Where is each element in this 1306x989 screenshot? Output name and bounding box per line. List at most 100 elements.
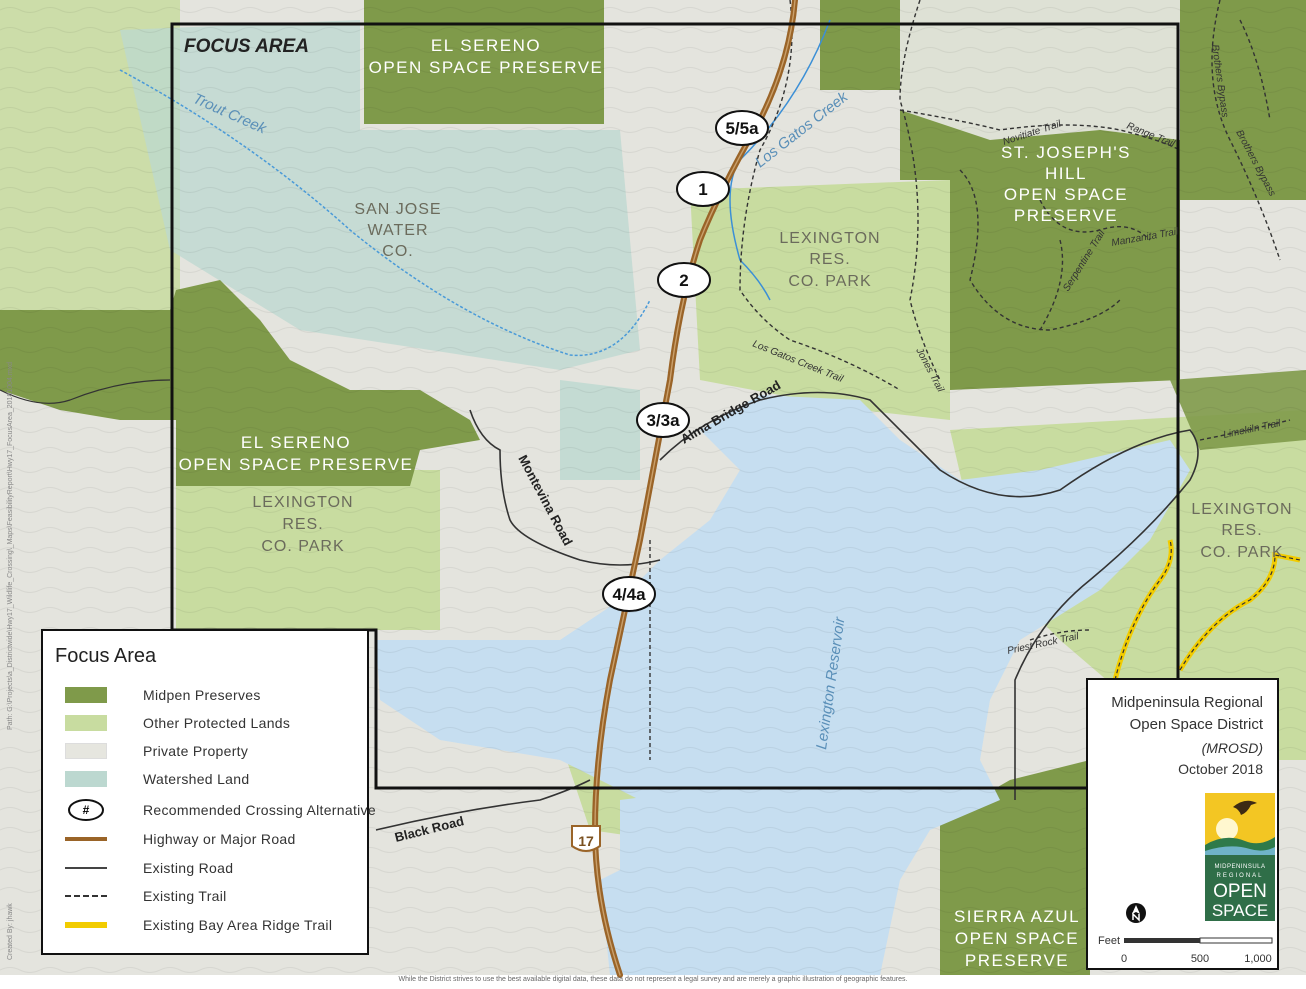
- el-sereno-top-label: EL SERENO OPEN SPACE PRESERVE: [369, 36, 604, 77]
- svg-text:OPEN SPACE PRESERVE: OPEN SPACE PRESERVE: [179, 455, 414, 474]
- svg-text:RES.: RES.: [1221, 522, 1262, 539]
- legend-title: Focus Area: [55, 645, 157, 667]
- legend-swatch: [65, 687, 107, 703]
- crossing-marker-2[interactable]: 2: [657, 262, 711, 298]
- crossing-marker-4-4a[interactable]: 4/4a: [602, 576, 656, 612]
- svg-text:CO. PARK: CO. PARK: [261, 538, 344, 555]
- crossing-marker-3-3a[interactable]: 3/3a: [636, 402, 690, 438]
- legend-item-existing-trail: Existing Trail: [65, 885, 227, 907]
- svg-text:2: 2: [679, 271, 688, 290]
- svg-text:17: 17: [578, 833, 594, 849]
- svg-text:Feet: Feet: [1098, 935, 1120, 947]
- legend-swatch: [65, 860, 107, 876]
- legend-item-crossing: # Recommended Crossing Alternative: [65, 799, 376, 821]
- svg-text:PRESERVE: PRESERVE: [965, 951, 1069, 970]
- legend-item-other-protected: Other Protected Lands: [65, 712, 290, 734]
- svg-text:OPEN: OPEN: [1213, 881, 1267, 902]
- svg-text:WATER: WATER: [368, 222, 429, 239]
- svg-text:CO.: CO.: [382, 243, 413, 260]
- svg-text:CO. PARK: CO. PARK: [788, 273, 871, 290]
- trail-network: [649, 0, 1291, 760]
- svg-text:3/3a: 3/3a: [646, 411, 680, 430]
- trout-creek-line: [119, 69, 651, 357]
- svg-text:PRESERVE: PRESERVE: [1014, 206, 1118, 225]
- legend-item-existing-road: Existing Road: [65, 857, 233, 879]
- crossing-marker-5-5a[interactable]: 5/5a: [715, 110, 769, 146]
- legend-label: Existing Trail: [143, 888, 227, 904]
- lexington-park-center-label: LEXINGTON RES. CO. PARK: [779, 230, 880, 290]
- svg-text:4/4a: 4/4a: [612, 585, 646, 604]
- svg-text:LEXINGTON: LEXINGTON: [252, 494, 353, 511]
- st-josephs-label: ST. JOSEPH'S HILL OPEN SPACE PRESERVE: [1001, 143, 1131, 225]
- legend-swatch: [65, 715, 107, 731]
- svg-text:500: 500: [1191, 953, 1209, 965]
- svg-text:SPACE: SPACE: [1212, 901, 1268, 920]
- mrosd-logo: MIDPENINSULA REGIONAL OPEN SPACE: [1205, 793, 1275, 921]
- svg-text:OPEN SPACE: OPEN SPACE: [955, 929, 1079, 948]
- legend-label: Existing Road: [143, 860, 234, 876]
- svg-text:1,000: 1,000: [1244, 953, 1272, 965]
- lexington-park-left-label: LEXINGTON RES. CO. PARK: [252, 494, 353, 555]
- map-legend: Focus Area Midpen Preserves Other Protec…: [41, 629, 376, 955]
- legend-swatch: [65, 917, 107, 933]
- legend-label: Watershed Land: [143, 771, 250, 787]
- svg-text:RES.: RES.: [809, 251, 850, 268]
- legend-swatch: [65, 831, 107, 847]
- svg-text:0: 0: [1121, 953, 1127, 965]
- alma-bridge-road-line: [659, 391, 1199, 800]
- legend-label: Recommended Crossing Alternative: [143, 802, 376, 818]
- svg-text:MIDPENINSULA: MIDPENINSULA: [1214, 864, 1265, 870]
- legend-item-midpen-preserves: Midpen Preserves: [65, 684, 261, 706]
- montevina-road-line: [469, 409, 661, 566]
- svg-text:SIERRA AZUL: SIERRA AZUL: [954, 907, 1080, 926]
- legend-item-watershed-land: Watershed Land: [65, 768, 249, 790]
- lexington-park-right-label: LEXINGTON RES. CO. PARK: [1191, 501, 1291, 561]
- highway-17-shield: 17: [571, 825, 601, 852]
- sierra-azul-label: SIERRA AZUL OPEN SPACE PRESERVE: [954, 907, 1080, 970]
- legend-swatch: [65, 771, 107, 787]
- bird-icon: [1233, 800, 1257, 815]
- org-name-line-1: Midpeninsula Regional: [1111, 694, 1263, 711]
- svg-text:1: 1: [698, 180, 707, 199]
- svg-text:OPEN SPACE: OPEN SPACE: [1004, 185, 1128, 204]
- legend-item-ridge-trail: Existing Bay Area Ridge Trail: [65, 914, 332, 936]
- legend-item-highway: Highway or Major Road: [65, 828, 296, 850]
- legend-label: Other Protected Lands: [143, 715, 291, 731]
- svg-text:#: #: [83, 803, 90, 817]
- map-date: October 2018: [1178, 761, 1263, 777]
- svg-text:Path: G:\Projects\a_Districtwi: Path: G:\Projects\a_Districtwide\Hwy17_W…: [7, 362, 14, 730]
- legend-label: Midpen Preserves: [143, 687, 261, 703]
- org-abbreviation: (MROSD): [1201, 740, 1263, 756]
- svg-text:Created By: jhawk: Created By: jhawk: [7, 903, 14, 960]
- svg-text:OPEN SPACE PRESERVE: OPEN SPACE PRESERVE: [369, 58, 604, 77]
- svg-text:CO. PARK: CO. PARK: [1200, 544, 1283, 561]
- san-jose-water-label: SAN JOSE WATER CO.: [354, 201, 440, 260]
- bay-area-ridge-trail: [1112, 539, 1301, 681]
- crossing-marker-icon: #: [65, 799, 107, 821]
- svg-text:REGIONAL: REGIONAL: [1216, 873, 1263, 879]
- legend-swatch: [65, 743, 107, 759]
- legend-label: Private Property: [143, 743, 249, 759]
- svg-text:LEXINGTON: LEXINGTON: [779, 230, 880, 247]
- los-gatos-creek-line: [729, 19, 831, 301]
- west-road-line: [0, 379, 171, 404]
- legend-label: Existing Bay Area Ridge Trail: [143, 917, 333, 933]
- svg-text:EL SERENO: EL SERENO: [431, 36, 541, 55]
- district-info-box: Midpeninsula Regional Open Space Distric…: [1086, 678, 1279, 970]
- legend-swatch: [65, 888, 107, 904]
- svg-text:ST. JOSEPH'S: ST. JOSEPH'S: [1001, 143, 1131, 162]
- svg-text:RES.: RES.: [282, 516, 323, 533]
- svg-text:5/5a: 5/5a: [725, 119, 759, 138]
- legend-item-private-property: Private Property: [65, 740, 248, 762]
- legend-label: Highway or Major Road: [143, 831, 296, 847]
- scale-bar: Feet 0 500 1,000: [1098, 935, 1273, 965]
- svg-text:HILL: HILL: [1045, 164, 1087, 183]
- svg-text:EL SERENO: EL SERENO: [241, 433, 351, 452]
- el-sereno-left-label: EL SERENO OPEN SPACE PRESERVE: [179, 433, 414, 474]
- crossing-marker-1[interactable]: 1: [676, 171, 730, 207]
- north-arrow-icon: [1126, 903, 1146, 923]
- disclaimer-text: While the District strives to use the be…: [398, 976, 908, 983]
- focus-area-label: FOCUS AREA: [184, 36, 309, 57]
- file-path-note: Path: G:\Projects\a_Districtwide\Hwy17_W…: [7, 362, 14, 730]
